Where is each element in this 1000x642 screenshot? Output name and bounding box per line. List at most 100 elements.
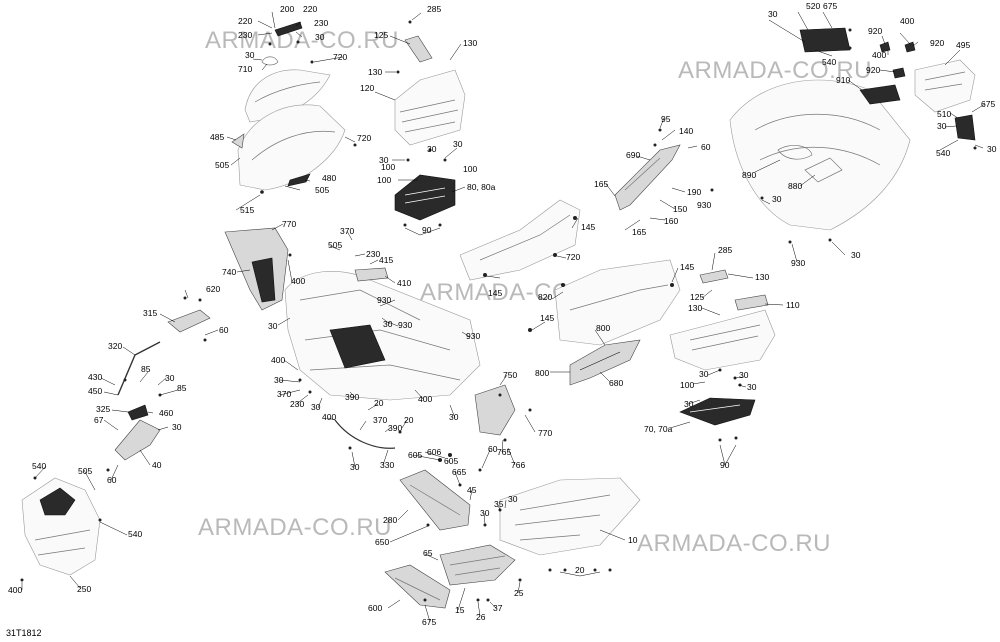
rear-storage-bin <box>689 324 761 351</box>
front-storage-bin <box>399 99 459 133</box>
callout-label: 920 <box>866 65 880 75</box>
callout-label: 230 <box>366 249 380 259</box>
callout-label: 710 <box>238 64 252 74</box>
callout-label: 230 <box>238 30 252 40</box>
front-body-grill <box>329 324 386 369</box>
callout-label: 605 <box>444 456 458 466</box>
callout-label: 125 <box>690 292 704 302</box>
trim-480 <box>287 173 311 187</box>
callout-label: 30 <box>165 373 175 383</box>
callout-label: 90 <box>422 225 432 235</box>
callout-label: 600 <box>368 603 382 613</box>
bracket-910-920 <box>879 41 916 79</box>
callout-label: 20 <box>404 415 414 425</box>
callout-label: 145 <box>581 222 595 232</box>
callout-label: 200 <box>280 4 294 14</box>
callout-label: 325 <box>96 404 110 414</box>
callout-label: 770 <box>282 219 296 229</box>
callout-label: 30 <box>268 321 278 331</box>
callout-label: 330 <box>380 460 394 470</box>
callout-label: 160 <box>664 216 678 226</box>
callout-label: 390 <box>388 423 402 433</box>
callout-label: 100 <box>377 175 391 185</box>
callout-label: 930 <box>466 331 480 341</box>
callout-label: 505 <box>215 160 229 170</box>
rack-80 <box>404 187 446 204</box>
callout-label: 605 <box>408 450 422 460</box>
callout-label: 220 <box>303 4 317 14</box>
bin-lid-125 <box>404 35 433 63</box>
footrest-280 <box>409 484 461 516</box>
bumper-370 <box>334 419 396 449</box>
side-panel-740 <box>251 257 276 303</box>
guard-750 <box>474 384 516 436</box>
callout-label: 30 <box>768 9 778 19</box>
callout-label: 510 <box>937 109 951 119</box>
front-body <box>299 289 461 381</box>
fender-opening-890 <box>777 145 813 160</box>
callout-label: 15 <box>455 605 465 615</box>
callout-label: 10 <box>628 535 638 545</box>
callout-label: 930 <box>377 295 391 305</box>
rack-70 <box>689 404 741 413</box>
callout-label: 680 <box>609 378 623 388</box>
bracket-40 <box>114 419 161 461</box>
callout-label: 130 <box>755 272 769 282</box>
callout-label: 650 <box>375 537 389 547</box>
seat-910 <box>859 84 901 105</box>
callout-label: 230 <box>290 399 304 409</box>
handlebar-320 <box>117 341 161 396</box>
callout-label: 100 <box>381 162 395 172</box>
right-body <box>569 284 669 311</box>
side-cover-250 <box>39 487 76 516</box>
callout-label: 30 <box>172 422 182 432</box>
callout-label: 30 <box>851 250 861 260</box>
center-tunnel <box>459 199 581 281</box>
footrest-panel-680 <box>579 351 621 371</box>
callout-label: 400 <box>418 394 432 404</box>
callout-label: 410 <box>397 278 411 288</box>
callout-label: 480 <box>322 173 336 183</box>
callout-label: 800 <box>535 368 549 378</box>
callout-label: 675 <box>981 99 995 109</box>
side-panel-690 <box>614 144 681 211</box>
callout-label: 540 <box>128 529 142 539</box>
callout-label: 430 <box>88 372 102 382</box>
callout-label: 60 <box>107 475 117 485</box>
callout-label: 145 <box>540 313 554 323</box>
callout-label: 400 <box>291 276 305 286</box>
callout-label: 505 <box>328 240 342 250</box>
callout-label: 620 <box>206 284 220 294</box>
bracket-485 <box>231 133 245 149</box>
callout-label: 606 <box>427 447 441 457</box>
callout-label: 400 <box>900 16 914 26</box>
rear-carrier-495 <box>924 71 966 91</box>
callout-label: 400 <box>8 585 22 595</box>
callout-label: 26 <box>476 612 486 622</box>
callout-label: 540 <box>936 148 950 158</box>
callout-label: 370 <box>340 226 354 236</box>
front-fender-part <box>254 81 321 103</box>
callout-label: 80, 80a <box>467 182 496 192</box>
callout-label: 100 <box>680 380 694 390</box>
callout-label: 720 <box>566 252 580 262</box>
callout-label: 70, 70a <box>644 424 673 434</box>
rear-bracket-520 <box>799 27 851 53</box>
callout-label: 20 <box>374 398 384 408</box>
callout-label: 37 <box>493 603 503 613</box>
callout-label: 285 <box>427 4 441 14</box>
callout-label: 85 <box>141 364 151 374</box>
callout-label: 766 <box>511 460 525 470</box>
fender-panel-880 <box>804 157 843 183</box>
callout-label: 20 <box>575 565 585 575</box>
callout-label: 920 <box>868 26 882 36</box>
callout-label: 30 <box>427 144 437 154</box>
clip-710 <box>261 56 279 66</box>
callout-label: 145 <box>680 262 694 272</box>
callout-label: 30 <box>379 155 389 165</box>
skid-plate-15 <box>449 555 506 576</box>
callout-label: 450 <box>88 386 102 396</box>
callout-label: 910 <box>836 75 850 85</box>
skid-plate-10 <box>514 494 611 541</box>
callout-label: 400 <box>271 355 285 365</box>
